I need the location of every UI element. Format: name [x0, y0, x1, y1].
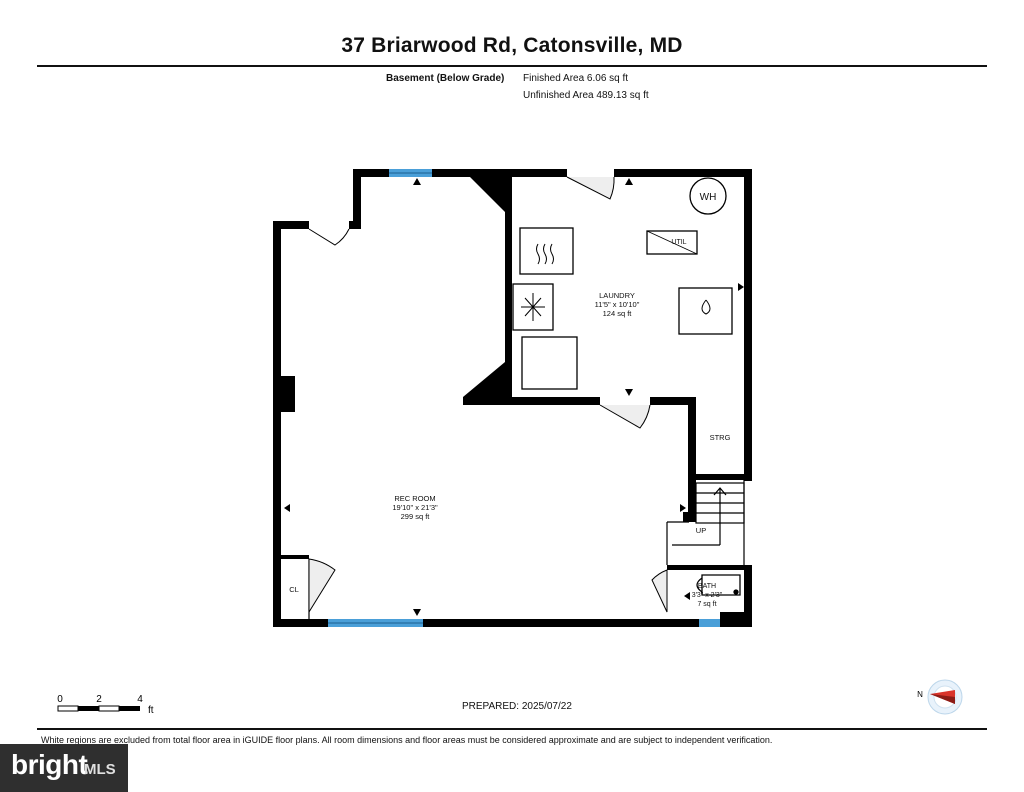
washer-icon — [678, 287, 733, 335]
unfinished-area: Unfinished Area 489.13 sq ft — [523, 90, 649, 101]
bath-dims: 3'3" x 2'3" — [692, 592, 723, 599]
rec-room-name: REC ROOM — [394, 494, 435, 503]
disclaimer: White regions are excluded from total fl… — [41, 735, 773, 745]
footer-divider — [37, 728, 987, 730]
rec-room-area: 299 sq ft — [401, 512, 431, 521]
scale-tick-2: 2 — [96, 694, 102, 705]
scale-tick-4: 4 — [137, 694, 143, 705]
dryer-icon — [519, 227, 574, 275]
windows — [328, 169, 720, 627]
utility-icon — [646, 230, 698, 255]
walls — [273, 169, 752, 627]
closet-name: CL — [289, 585, 299, 594]
brand-wordmark: bright — [11, 749, 88, 780]
freezer-icon — [512, 283, 554, 331]
doors — [308, 176, 668, 614]
header-divider — [37, 65, 987, 67]
laundry-area: 124 sq ft — [603, 309, 633, 318]
laundry-name: LAUNDRY — [599, 291, 635, 300]
finished-area: Finished Area 6.06 sq ft — [523, 73, 629, 84]
compass-icon: N — [917, 679, 963, 715]
level-label: Basement (Below Grade) — [386, 73, 505, 84]
fixtures-lines — [308, 480, 745, 619]
laundry-dims: 11'5" x 10'10" — [595, 300, 640, 309]
bath-name: BATH — [698, 583, 716, 590]
scale-bar: 0 2 4 ft — [57, 694, 154, 716]
water-heater-label: WH — [700, 192, 717, 203]
dimension-arrows — [284, 178, 744, 616]
prepared-date: PREPARED: 2025/07/22 — [462, 701, 572, 712]
storage-name: STRG — [710, 433, 731, 442]
room-labels: REC ROOM 19'10" x 21'3" 299 sq ft LAUNDR… — [289, 192, 730, 608]
page-title: 37 Briarwood Rd, Catonsville, MD — [341, 34, 683, 57]
toilet-icon — [696, 574, 741, 596]
appliance-icon — [521, 336, 578, 390]
stairs-label: UP — [696, 526, 706, 535]
scale-unit: ft — [148, 705, 154, 716]
scale-tick-0: 0 — [57, 694, 63, 705]
brand-logo: bright MLS — [0, 744, 128, 792]
bath-area: 7 sq ft — [697, 601, 716, 608]
water-heater-icon — [689, 177, 727, 215]
compass-north-label: N — [917, 690, 923, 699]
appliances — [512, 177, 741, 596]
rec-room-dims: 19'10" x 21'3" — [392, 503, 438, 512]
brand-suffix: MLS — [84, 761, 116, 778]
utility-label: UTIL — [671, 239, 686, 246]
